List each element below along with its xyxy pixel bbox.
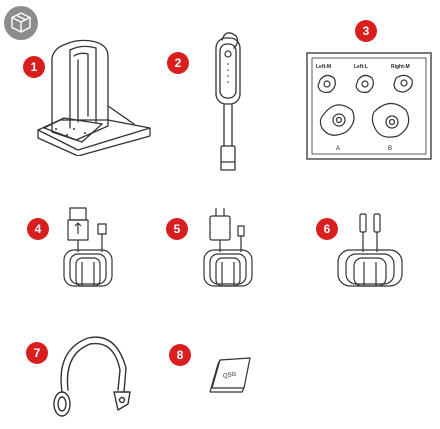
item-6-badge: 6	[316, 218, 338, 240]
item-2-badge: 2	[167, 52, 189, 74]
ear-loop-label-a: A	[336, 146, 340, 152]
quick-start-guide-icon: QSG	[206, 354, 256, 396]
ear-loop-label-b: B	[388, 146, 392, 152]
tip-label-left-l: Left-L	[354, 64, 368, 70]
usb-cable-icon	[56, 204, 126, 288]
ear-tips-icon: Left-M Left-L Right-M A B	[306, 52, 432, 160]
item-4-badge: 4	[27, 218, 49, 240]
tip-label-right-m: Right-M	[391, 64, 410, 70]
item-5-badge: 5	[166, 218, 188, 240]
item-3-badge: 3	[355, 20, 377, 42]
usb-adapter-icon	[206, 30, 246, 175]
usb-c-cable-icon	[330, 204, 410, 288]
item-8-badge: 8	[169, 344, 191, 366]
headband-icon	[48, 330, 138, 420]
item-7-badge: 7	[26, 342, 48, 364]
power-supply-icon	[196, 204, 266, 288]
base-station-icon	[30, 36, 155, 156]
qsg-label: QSG	[223, 372, 238, 380]
item-1-badge: 1	[23, 56, 45, 78]
tip-label-left-m: Left-M	[316, 64, 331, 70]
box-icon	[4, 6, 38, 40]
